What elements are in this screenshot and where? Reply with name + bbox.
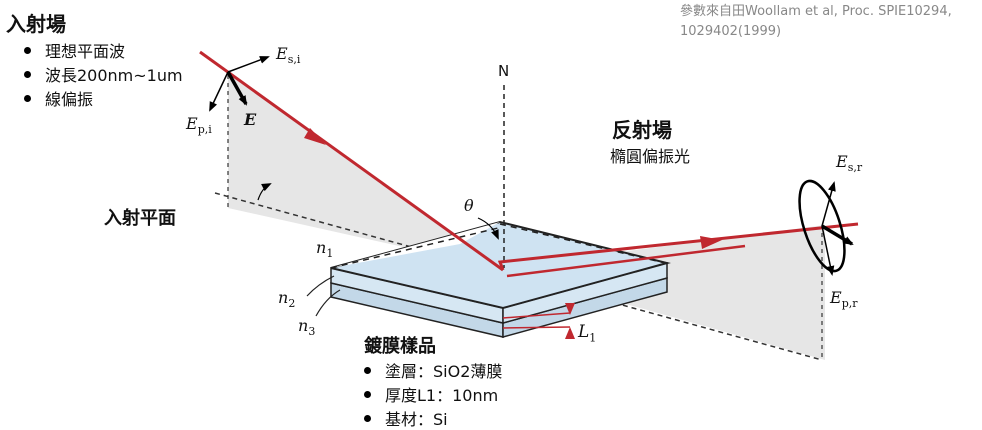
sample-bullet-text: 塗層：SiO2薄膜 — [385, 362, 503, 381]
reflected-beam-arrowhead — [700, 236, 722, 249]
bullet-dot — [24, 95, 31, 102]
polarization-ellipse — [798, 179, 846, 273]
es-r-vector — [821, 181, 836, 227]
incident-beam — [199, 50, 504, 272]
l1-label: L1 — [578, 322, 597, 345]
bullet-dot — [24, 71, 31, 78]
theta-arc — [477, 217, 499, 240]
ep-i-vector — [209, 71, 229, 112]
sample-bullet-text: 基材：Si — [385, 410, 448, 429]
e-vector — [226, 71, 248, 106]
sample-top-surface — [330, 220, 671, 310]
plane-curve-arrow — [257, 183, 272, 201]
sample-bullet-3: 基材：Si — [364, 406, 448, 430]
reflected-beam-lower — [506, 244, 746, 278]
n1-label: n1 — [316, 238, 334, 261]
reference-line-1: 參數來自田Woollam et al, Proc. SPIE10294, — [680, 4, 952, 19]
ep-i-label: Ep,i — [186, 114, 212, 137]
sample-bullet-2: 厚度L1：10nm — [364, 382, 498, 406]
reflected-beam — [497, 222, 859, 271]
incident-bullet-2: 波長200nm~1um — [24, 62, 183, 86]
plane-dashed-line — [214, 192, 823, 361]
bullet-dot — [364, 391, 371, 398]
bullet-dot — [24, 47, 31, 54]
n2-label: n2 — [278, 288, 296, 311]
n3-label: n3 — [298, 316, 316, 339]
ep-r-label: Ep,r — [830, 288, 858, 311]
incident-title: 入射場 — [6, 12, 66, 36]
incident-beam-arrowhead — [304, 128, 326, 145]
sample-top-white-corner — [331, 222, 500, 268]
bullet-dot — [364, 415, 371, 422]
sample-bullet-1: 塗層：SiO2薄膜 — [364, 358, 502, 382]
es-r-label: Es,r — [836, 152, 863, 175]
reflected-subtitle: 橢圓偏振光 — [610, 147, 691, 166]
normal-label: N — [498, 62, 510, 80]
incident-bullet-text: 線偏振 — [45, 90, 94, 109]
incident-bullet-text: 理想平面波 — [45, 42, 126, 61]
bullet-dot — [364, 367, 371, 374]
thickness-line-top — [502, 312, 571, 319]
sample-bullet-text: 厚度L1：10nm — [385, 386, 499, 405]
e-r-vector — [821, 224, 854, 246]
incident-bullet-text: 波長200nm~1um — [45, 66, 183, 85]
theta-label: θ — [464, 196, 474, 215]
sample-title: 鍍膜樣品 — [364, 336, 436, 357]
es-i-vector — [227, 56, 270, 73]
reference-line-2: 1029402(1999) — [680, 24, 782, 39]
thickness-line-bottom — [502, 326, 571, 329]
ep-r-vector — [821, 225, 835, 276]
incident-bullet-3: 線偏振 — [24, 86, 93, 110]
sample-dashed-1 — [330, 227, 499, 269]
incidence-plane-label: 入射平面 — [104, 208, 176, 229]
e-field-label: E — [244, 110, 257, 129]
n2-pointer — [306, 275, 335, 297]
n3-pointer — [315, 289, 341, 317]
reflected-title: 反射場 — [612, 118, 672, 142]
incident-bullet-1: 理想平面波 — [24, 38, 125, 62]
es-i-label: Es,i — [276, 44, 301, 67]
